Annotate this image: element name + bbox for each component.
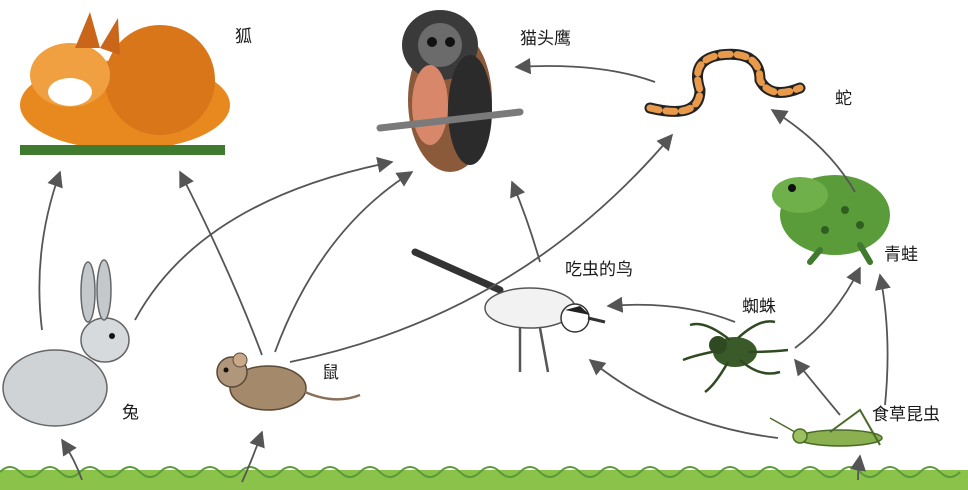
arrow-grass-to-mouse — [241, 430, 265, 483]
arrow-insect-to-frog — [874, 273, 891, 406]
grasshopper-image — [769, 408, 883, 447]
arrow-snake-to-owl — [514, 58, 656, 83]
arrow-spider-to-frog — [794, 266, 861, 349]
label-fox: 狐 — [235, 27, 252, 47]
arrow-rabbit-to-owl — [134, 156, 394, 321]
arrow-spider-to-insect-bird — [606, 296, 736, 323]
insect-bird-image — [411, 248, 606, 373]
arrow-insect-to-insect-bird — [588, 358, 779, 439]
label-rabbit: 兔 — [122, 403, 139, 423]
arrow-mouse-to-owl — [274, 171, 414, 353]
rabbit-image — [2, 259, 130, 427]
fox-image — [20, 12, 230, 155]
label-spider: 蜘蛛 — [742, 297, 776, 317]
label-insect-bird: 吃虫的鸟 — [565, 260, 633, 280]
grass-strip — [0, 466, 968, 490]
arrow-insect-to-spider — [793, 358, 841, 416]
arrow-grass-to-insect — [849, 454, 866, 481]
owl-image — [376, 10, 524, 172]
frog-image — [772, 175, 890, 265]
snake-image — [644, 48, 806, 117]
spider-image — [682, 320, 789, 394]
arrow-mouse-to-fox — [179, 170, 263, 356]
label-herbivorous-insect: 食草昆虫 — [872, 405, 940, 425]
mouse-image — [216, 352, 361, 411]
label-frog: 青蛙 — [884, 245, 918, 265]
label-mouse: 鼠 — [322, 363, 339, 383]
arrow-mouse-to-snake — [289, 133, 674, 363]
arrow-grass-to-rabbit — [61, 438, 83, 481]
food-web-arrows — [38, 58, 891, 483]
label-owl: 猫头鹰 — [520, 29, 571, 49]
arrow-frog-to-snake — [770, 109, 856, 193]
arrow-insect-bird-to-owl — [510, 180, 541, 263]
label-snake: 蛇 — [835, 89, 852, 109]
arrow-rabbit-to-fox — [38, 170, 63, 331]
